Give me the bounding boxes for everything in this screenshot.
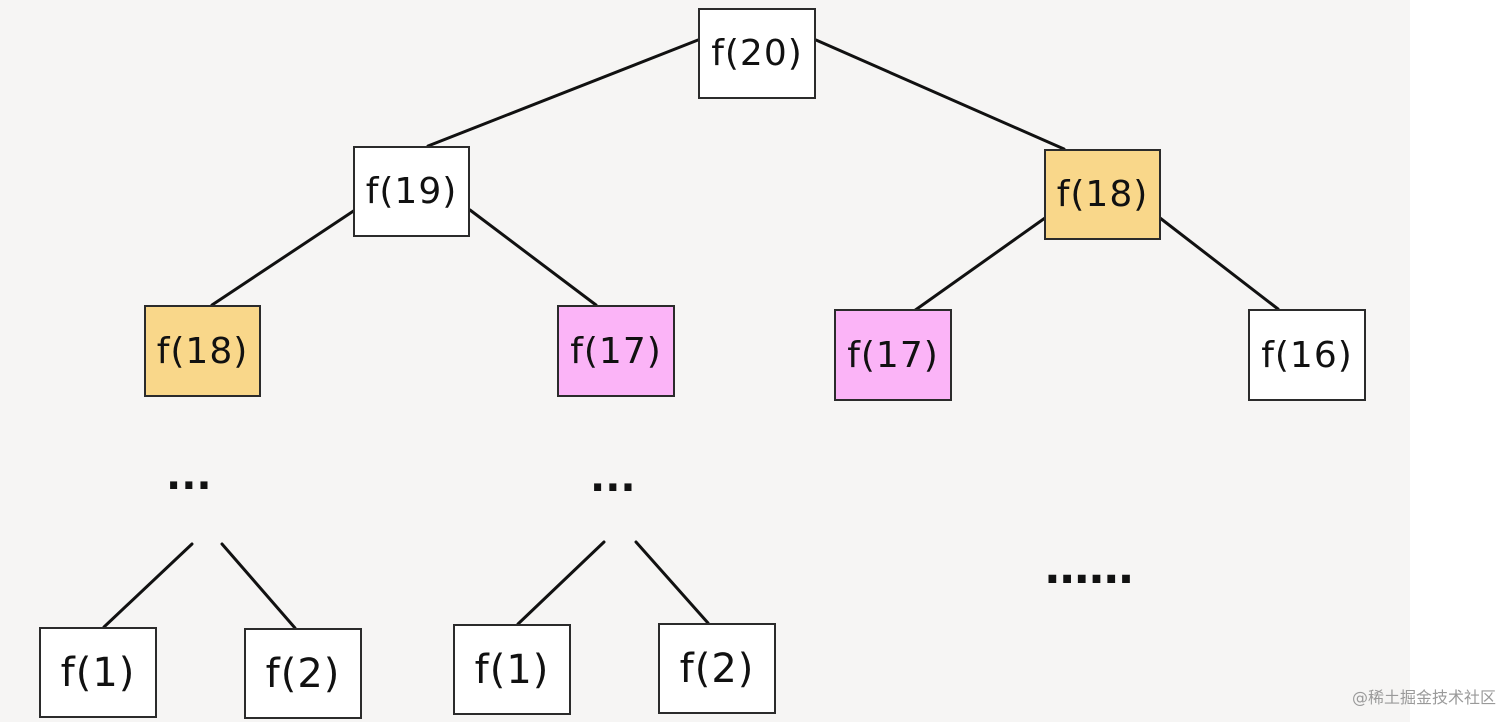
node-f20: f(20) <box>698 8 816 99</box>
edge-dots-left-f2 <box>220 542 297 630</box>
node-f17-middle: f(17) <box>557 305 675 397</box>
edge-f19-f17 <box>468 208 598 307</box>
edge-f18-f16 <box>1158 216 1280 311</box>
ellipsis-middle: ··· <box>590 465 636 511</box>
node-f18-left: f(18) <box>144 305 261 397</box>
recursion-tree-diagram: f(20) f(19) f(18) f(18) f(17) f(17) f(16… <box>0 0 1410 722</box>
edge-dots-mid-f1 <box>516 540 606 626</box>
edge-dots-mid-f2 <box>634 540 710 625</box>
edge-f18-f17 <box>912 216 1047 313</box>
node-f2-left: f(2) <box>244 628 362 719</box>
node-f18-right: f(18) <box>1044 149 1161 240</box>
node-f2-middle: f(2) <box>658 623 776 714</box>
node-f1-middle: f(1) <box>453 624 571 715</box>
node-f17-right: f(17) <box>834 309 952 401</box>
ellipsis-right: ······ <box>1044 554 1134 605</box>
edge-f20-f19 <box>426 38 700 148</box>
ellipsis-left: ··· <box>166 463 212 509</box>
watermark: @稀土掘金技术社区 <box>1351 688 1496 707</box>
edge-f19-f18 <box>210 208 357 307</box>
node-f1-left: f(1) <box>39 627 157 718</box>
edge-f20-f18 <box>814 38 1066 151</box>
node-f19: f(19) <box>353 146 470 237</box>
edge-dots-left-f1 <box>102 542 194 629</box>
node-f16: f(16) <box>1248 309 1366 401</box>
